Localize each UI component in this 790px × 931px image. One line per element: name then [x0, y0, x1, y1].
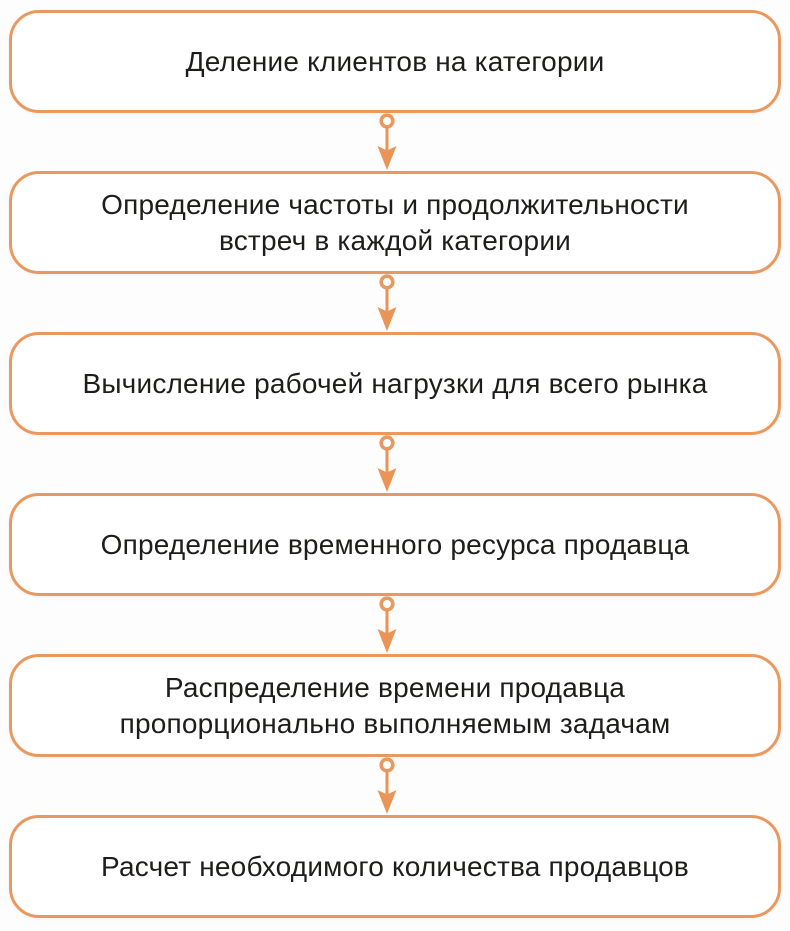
- flow-connector-2-3: [0, 274, 790, 332]
- flow-step-5: Распределение времени продавца пропорцио…: [9, 654, 781, 757]
- flow-step-1: Деление клиентов на категории: [9, 10, 781, 113]
- flow-step-6: Расчет необходимого количества продавцов: [9, 815, 781, 918]
- flow-step-3: Вычисление рабочей нагрузки для всего ры…: [9, 332, 781, 435]
- flow-connector-5-6: [0, 757, 790, 815]
- flow-connector-3-4: [0, 435, 790, 493]
- circle-arrow-down-icon: [377, 274, 397, 331]
- flow-step-3-label: Вычисление рабочей нагрузки для всего ры…: [82, 367, 708, 399]
- flow-step-4-label: Определение временного ресурса продавца: [100, 528, 690, 560]
- flow-connector-4-5: [0, 596, 790, 654]
- flow-step-2-label: Определение частоты и продолжительности …: [101, 189, 689, 256]
- flow-step-2: Определение частоты и продолжительности …: [9, 171, 781, 274]
- circle-arrow-down-icon: [377, 435, 397, 492]
- flow-step-4: Определение временного ресурса продавца: [9, 493, 781, 596]
- flow-step-5-label: Распределение времени продавца пропорцио…: [119, 672, 671, 739]
- flow-step-1-label: Деление клиентов на категории: [185, 45, 605, 77]
- flow-connector-1-2: [0, 113, 790, 171]
- circle-arrow-down-icon: [377, 757, 397, 814]
- flow-step-6-label: Расчет необходимого количества продавцов: [101, 850, 689, 882]
- circle-arrow-down-icon: [377, 596, 397, 653]
- circle-arrow-down-icon: [377, 113, 397, 170]
